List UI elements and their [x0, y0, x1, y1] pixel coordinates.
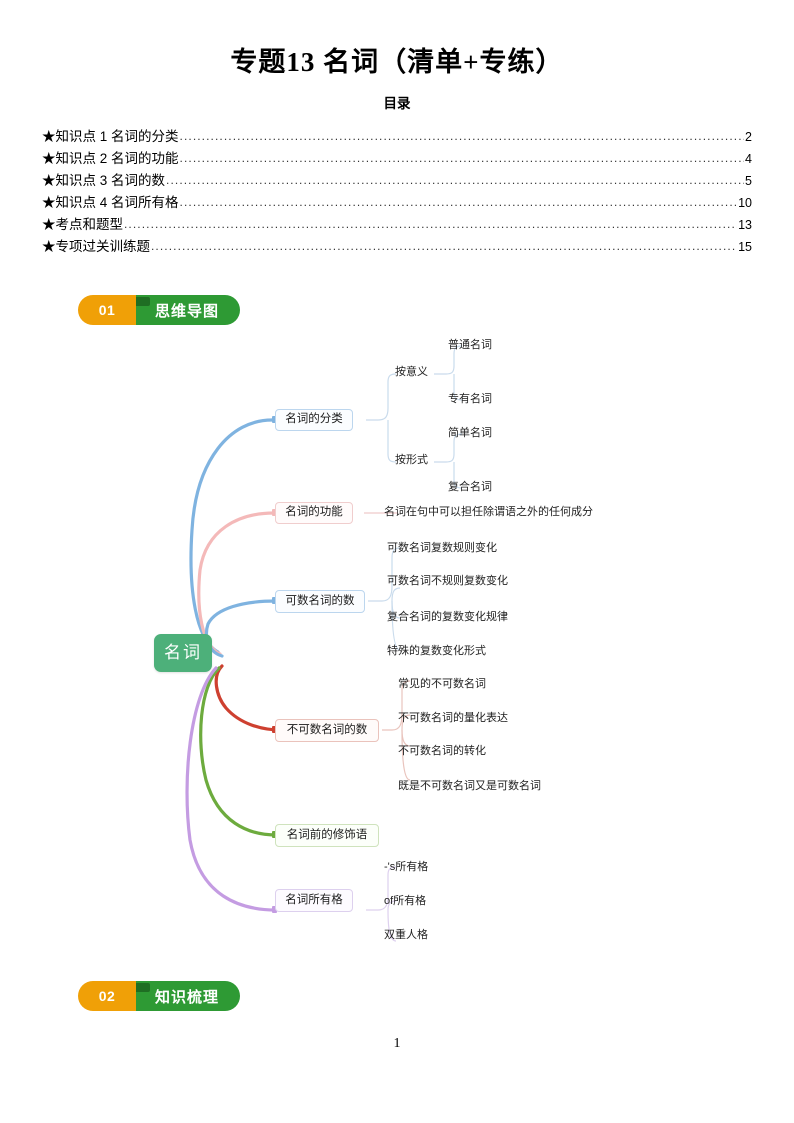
- toc-entry[interactable]: ★知识点 1 名词的分类 ...........................…: [42, 126, 752, 148]
- edge-form-simple: [434, 433, 463, 463]
- toc-entry[interactable]: ★专项过关训练题 ...............................…: [42, 236, 752, 258]
- edge-form-compound: [453, 462, 463, 489]
- mindmap-group-by-form[interactable]: 按形式: [395, 454, 428, 466]
- branch-cap-possessive: [272, 906, 277, 913]
- edge-meaning-proper: [453, 374, 463, 401]
- edge-uncountable-3: [401, 729, 411, 747]
- edge-uncountable-1: [382, 680, 411, 731]
- mindmap-leaf-simple-noun[interactable]: 简单名词: [448, 427, 492, 439]
- mindmap-branch-function[interactable]: 名词的功能: [275, 502, 353, 524]
- toc-entry-page: 13: [738, 217, 752, 232]
- table-of-contents: ★知识点 1 名词的分类 ...........................…: [42, 126, 752, 258]
- mindmap-leaf-double-possessive[interactable]: 双重人格: [384, 929, 428, 941]
- mindmap-leaf-countable-1[interactable]: 可数名词复数规则变化: [387, 542, 497, 554]
- toc-entry-page: 2: [745, 129, 752, 144]
- edge-possessive-2: [387, 900, 397, 911]
- branch-cap-uncountable: [272, 726, 277, 733]
- toc-heading: 目录: [383, 95, 411, 111]
- section-title: 知识梳理: [120, 981, 240, 1011]
- edge-countable-1: [368, 547, 401, 602]
- edge-meaning-common: [434, 345, 463, 375]
- edge-uncountable-4: [401, 729, 411, 781]
- edge-root-uncountable: [214, 664, 282, 732]
- mindmap-connectors: [185, 345, 463, 942]
- page-title: 专题13 名词（清单+专练）: [230, 47, 564, 77]
- mindmap-branch-possessive[interactable]: 名词所有格: [275, 889, 353, 912]
- toc-entry-label: ★专项过关训练题: [42, 238, 150, 254]
- mindmap-leaf-uncountable-4[interactable]: 既是不可数名词又是可数名词: [398, 780, 541, 792]
- toc-leader: ........................................…: [166, 172, 745, 187]
- mindmap-leaf-countable-2[interactable]: 可数名词不规则复数变化: [387, 575, 508, 587]
- mindmap-leaf-proper-noun[interactable]: 专有名词: [448, 393, 492, 405]
- section-number: 01: [78, 295, 136, 325]
- toc-entry[interactable]: ★考点和题型 .................................…: [42, 214, 752, 236]
- toc-leader: ........................................…: [124, 216, 737, 231]
- mindmap-root-node[interactable]: 名词: [154, 634, 212, 672]
- edge-class-meaning: [366, 373, 397, 421]
- toc-entry-label: ★知识点 2 名词的功能: [42, 150, 179, 166]
- mindmap-leaf-countable-3[interactable]: 复合名词的复数变化规律: [387, 611, 508, 623]
- toc-entry[interactable]: ★知识点 3 名词的数 ............................…: [42, 170, 752, 192]
- mindmap-leaf-uncountable-2[interactable]: 不可数名词的量化表达: [398, 712, 508, 724]
- edge-countable-2: [391, 587, 401, 602]
- edge-root-possessive: [185, 666, 278, 912]
- mindmap-branch-classification[interactable]: 名词的分类: [275, 409, 353, 431]
- toc-entry-label: ★知识点 3 名词的数: [42, 172, 166, 188]
- mindmap-leaf-countable-4[interactable]: 特殊的复数变化形式: [387, 645, 486, 657]
- toc-entry-page: 10: [738, 195, 752, 210]
- toc-leader: ........................................…: [151, 238, 737, 253]
- page-number: 1: [393, 1036, 401, 1051]
- branch-cap-modifier: [272, 831, 277, 838]
- edge-possessive-3: [387, 909, 397, 942]
- edge-countable-4: [391, 600, 401, 651]
- toc-entry-label: ★考点和题型: [42, 216, 123, 232]
- mindmap-branch-countable[interactable]: 可数名词的数: [275, 590, 365, 613]
- toc-entry-label: ★知识点 4 名词所有格: [42, 194, 179, 210]
- branch-cap-function: [272, 509, 277, 516]
- mindmap-leaf-compound-noun[interactable]: 复合名词: [448, 481, 492, 493]
- section-number: 02: [78, 981, 136, 1011]
- edge-root-classification: [189, 418, 274, 654]
- branch-cap-classification: [272, 416, 277, 423]
- toc-entry[interactable]: ★知识点 2 名词的功能 ...........................…: [42, 148, 752, 170]
- mindmap-leaf-uncountable-1[interactable]: 常见的不可数名词: [398, 678, 486, 690]
- mindmap-leaf-function-desc[interactable]: 名词在句中可以担任除谓语之外的任何成分: [384, 506, 593, 518]
- toc-leader: ........................................…: [179, 150, 745, 165]
- toc-leader: ........................................…: [179, 194, 738, 209]
- mindmap-branch-uncountable[interactable]: 不可数名词的数: [275, 719, 379, 742]
- mindmap-leaf-of-possessive[interactable]: of所有格: [384, 895, 427, 907]
- toc-leader: ........................................…: [179, 128, 745, 143]
- edge-root-countable: [204, 599, 278, 658]
- mindmap-leaf-uncountable-3[interactable]: 不可数名词的转化: [398, 745, 486, 757]
- edge-uncountable-2: [401, 714, 411, 731]
- section-badge-02[interactable]: 02 知识梳理: [78, 981, 240, 1011]
- toc-entry[interactable]: ★知识点 4 名词所有格 ...........................…: [42, 192, 752, 214]
- badge-fold-shadow: [128, 983, 150, 992]
- branch-cap-countable: [272, 597, 277, 604]
- mindmap-leaf-apostrophe-s[interactable]: -'s所有格: [384, 861, 429, 873]
- edge-root-function: [197, 511, 276, 656]
- badge-fold-shadow: [128, 297, 150, 306]
- mindmap-branch-modifier[interactable]: 名词前的修饰语: [275, 824, 379, 847]
- edge-class-form: [387, 420, 397, 463]
- edge-possessive-1: [366, 866, 397, 911]
- toc-entry-page: 15: [738, 239, 752, 254]
- section-badge-01[interactable]: 01 思维导图: [78, 295, 240, 325]
- toc-entry-page: 4: [745, 151, 752, 166]
- mindmap-leaf-common-noun[interactable]: 普通名词: [448, 339, 492, 351]
- mindmap-group-by-meaning[interactable]: 按意义: [395, 366, 428, 378]
- toc-entry-page: 5: [745, 173, 752, 188]
- edge-root-modifier: [199, 666, 278, 837]
- toc-entry-label: ★知识点 1 名词的分类: [42, 128, 179, 144]
